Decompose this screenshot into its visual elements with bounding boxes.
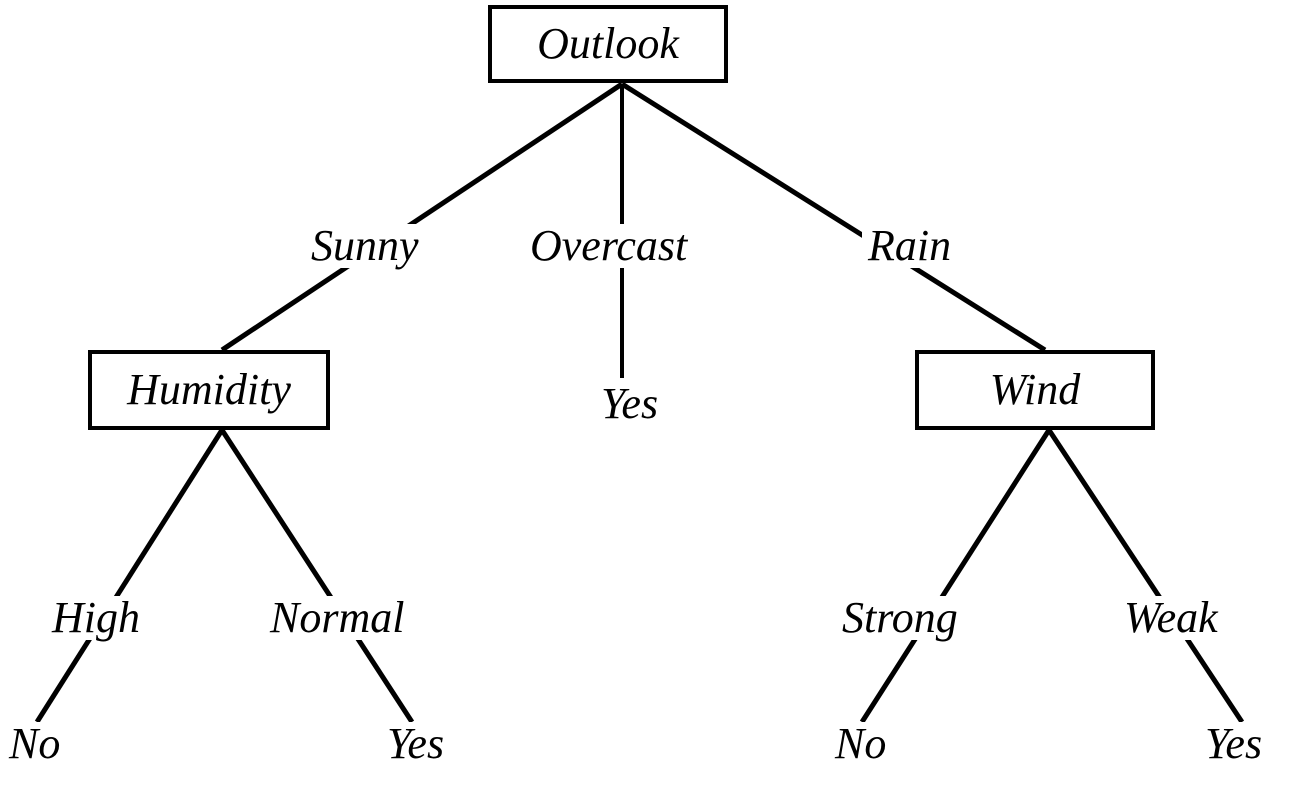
edge-outlook-rain [620, 81, 1047, 353]
edge-label-normal: Normal [264, 596, 411, 640]
edge-label-weak: Weak [1118, 596, 1224, 640]
leaf-overcast-yes[interactable]: Yes [598, 382, 662, 426]
edge-wind-weak [1046, 428, 1245, 724]
edge-wind-strong [859, 428, 1052, 724]
edge-outlook-sunny [220, 81, 624, 353]
leaf-normal-yes[interactable]: Yes [384, 722, 448, 766]
edge-label-sunny: Sunny [305, 224, 425, 268]
node-outlook[interactable]: Outlook [488, 5, 728, 83]
edge-label-high: High [46, 596, 146, 640]
edge-label-overcast: Overcast [524, 224, 694, 268]
leaf-strong-no[interactable]: No [832, 722, 890, 766]
leaf-high-no[interactable]: No [6, 722, 64, 766]
node-humidity[interactable]: Humidity [88, 350, 330, 430]
edge-humidity-normal [219, 428, 415, 724]
edge-label-strong: Strong [836, 596, 964, 640]
node-humidity-label: Humidity [127, 365, 291, 414]
leaf-weak-yes[interactable]: Yes [1202, 722, 1266, 766]
edge-lines [34, 81, 1245, 724]
edge-humidity-high [34, 428, 225, 724]
node-wind-label: Wind [989, 365, 1081, 414]
node-outlook-label: Outlook [537, 19, 679, 68]
node-wind[interactable]: Wind [915, 350, 1155, 430]
edge-label-rain: Rain [862, 224, 958, 268]
